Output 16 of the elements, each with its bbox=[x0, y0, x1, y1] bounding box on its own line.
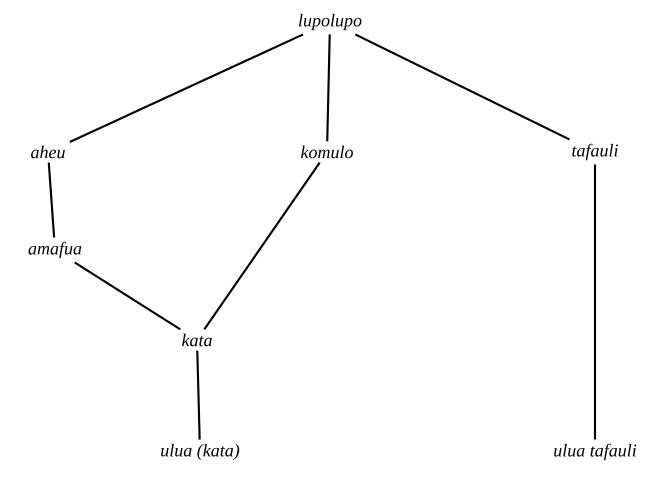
term-label: lupolupo bbox=[298, 14, 362, 30]
connector-line bbox=[594, 164, 596, 440]
term-label: amafua bbox=[28, 242, 82, 258]
connector-line bbox=[326, 34, 331, 142]
term-label: aheu bbox=[31, 146, 65, 158]
connector-line bbox=[354, 33, 570, 140]
connector-line bbox=[48, 162, 56, 238]
term-label: kata bbox=[182, 334, 212, 346]
connector-line bbox=[74, 262, 181, 330]
connector-line bbox=[196, 350, 201, 440]
term-label: komulo bbox=[301, 146, 353, 158]
term-label: tafauli bbox=[572, 144, 618, 160]
connector-line bbox=[69, 33, 304, 143]
connector-line bbox=[203, 162, 321, 330]
term-label: ulua tafauli bbox=[554, 444, 636, 460]
term-label: ulua (kata) bbox=[161, 444, 240, 460]
